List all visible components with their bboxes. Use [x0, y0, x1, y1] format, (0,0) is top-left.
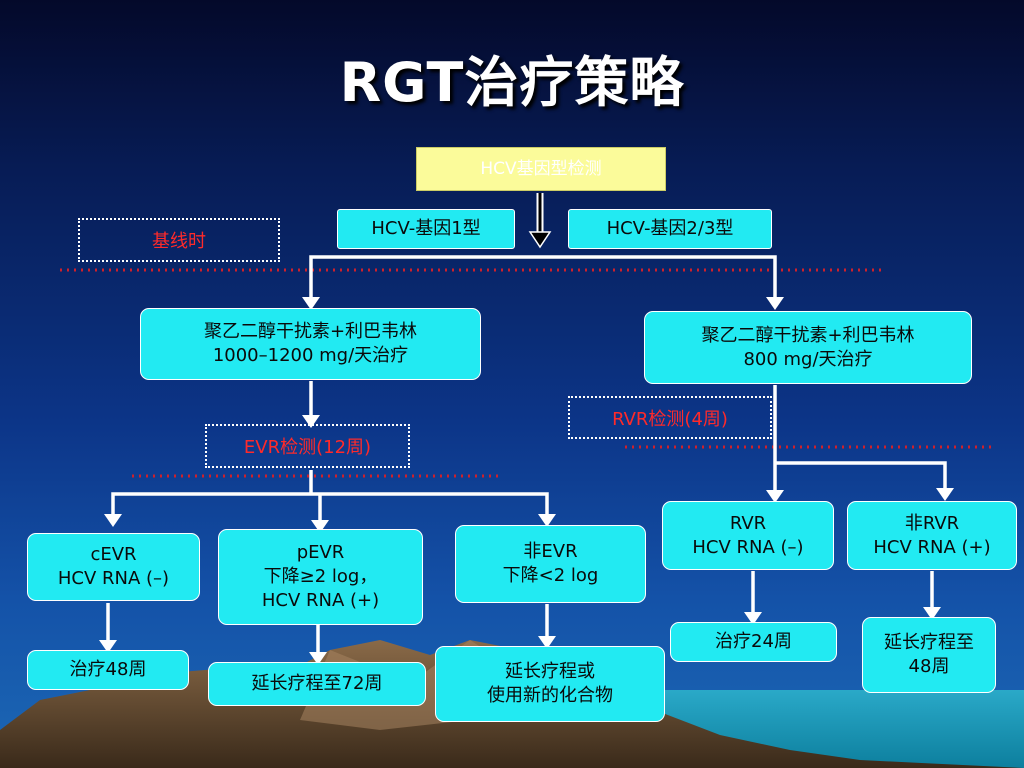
non-rvr-box: 非RVR HCV RNA (+): [847, 501, 1017, 570]
evr-split: [111, 492, 549, 523]
hcv-genotype-test-box: HCV基因型检测: [416, 147, 666, 191]
treat-48-weeks-box: 治疗48周: [27, 650, 189, 690]
arrowhead: [744, 612, 762, 625]
arrowhead: [302, 415, 320, 428]
rvr-box: RVR HCV RNA (–): [662, 501, 834, 570]
extend-48-weeks-box: 延长疗程至 48周: [862, 617, 996, 693]
non-evr-box: 非EVR 下降<2 log: [455, 525, 646, 603]
arrowhead: [104, 514, 122, 527]
left-treatment-box: 聚乙二醇干扰素+利巴韦林 1000–1200 mg/天治疗: [140, 308, 481, 380]
baseline-label: 基线时: [78, 218, 280, 262]
top-arrow-head: [528, 231, 552, 249]
pevr-box: pEVR 下降≥2 log， HCV RNA (+): [218, 529, 423, 625]
arrowhead: [936, 488, 954, 501]
split-connector: [309, 255, 777, 306]
right-treatment-box: 聚乙二醇干扰素+利巴韦林 800 mg/天治疗: [644, 311, 972, 384]
arrowhead: [923, 607, 941, 620]
arrowhead: [538, 636, 556, 649]
arrowhead: [99, 640, 117, 653]
extend-72-weeks-box: 延长疗程至72周: [208, 662, 426, 706]
extend-or-new-compound-box: 延长疗程或 使用新的化合物: [435, 646, 665, 722]
arrowhead: [311, 520, 329, 533]
arrowhead: [766, 297, 784, 310]
rvr-split: [775, 461, 947, 498]
genotype-2-3-box: HCV-基因2/3型: [568, 209, 772, 249]
arrowhead: [302, 297, 320, 310]
arrowhead: [766, 490, 784, 503]
cevr-box: cEVR HCV RNA (–): [27, 533, 200, 601]
evr-check-label: EVR检测(12周): [205, 424, 410, 468]
arrowhead: [309, 652, 327, 665]
genotype-1-box: HCV-基因1型: [337, 209, 515, 249]
arrowhead: [538, 514, 556, 527]
page-title: RGT治疗策略: [339, 51, 685, 114]
treat-24-weeks-box: 治疗24周: [670, 622, 837, 662]
rvr-check-label: RVR检测(4周): [568, 396, 772, 439]
arrowheads: [99, 297, 954, 665]
